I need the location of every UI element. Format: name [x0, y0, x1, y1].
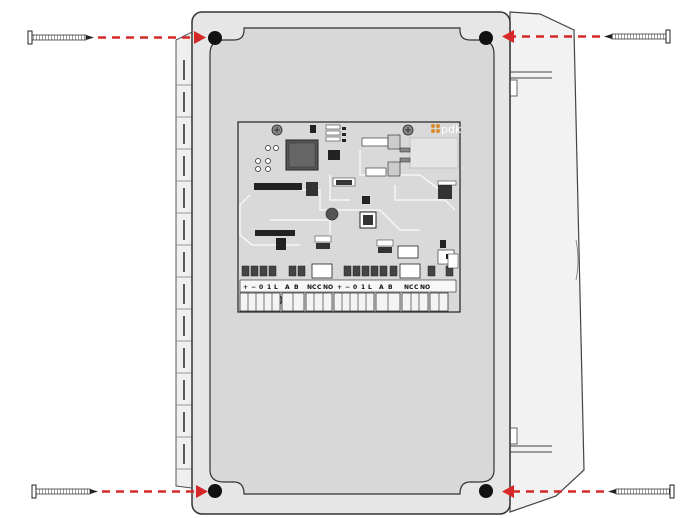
screw-icon: [608, 484, 675, 499]
mounting-hole-bottom-right: [479, 484, 493, 498]
enclosure-left-side: [175, 31, 193, 489]
terminal-label: NO: [420, 284, 430, 291]
terminal-label: C: [414, 284, 419, 291]
terminal-blocks: [239, 292, 449, 312]
brand-text: pdk: [441, 123, 462, 136]
screw-icon: [31, 484, 98, 499]
terminal-label: L: [274, 284, 278, 291]
terminal-label: NO: [323, 284, 333, 291]
terminal-label: A: [285, 284, 290, 291]
terminal-label: NC: [307, 284, 317, 291]
terminal-label: NC: [404, 284, 414, 291]
terminal-label: 1: [267, 284, 271, 291]
screw-icon: [27, 30, 94, 45]
arrow-head-icon: [196, 485, 208, 498]
circuit-board: pdk: [237, 121, 462, 313]
arrow-icon: [98, 35, 604, 493]
arrow-head-icon: [502, 485, 514, 498]
screw-icon: [604, 29, 671, 44]
enclosure-right-cover: [509, 11, 585, 513]
terminal-label: L: [368, 284, 372, 291]
terminal-label: C: [317, 284, 322, 291]
terminal-label: A: [379, 284, 384, 291]
terminal-label: −: [345, 284, 350, 291]
brand-logo: pdk: [431, 123, 462, 136]
terminal-label: 0: [259, 284, 263, 291]
mounting-hole-top-left: [208, 31, 222, 45]
terminal-label: 1: [361, 284, 365, 291]
terminal-label: +: [337, 284, 342, 291]
arrow-head-icon: [502, 30, 514, 43]
mounting-hole-bottom-left: [208, 484, 222, 498]
terminal-label: −: [251, 284, 256, 291]
terminal-label: +: [243, 284, 248, 291]
mounting-hole-top-right: [479, 31, 493, 45]
terminal-label: B: [388, 284, 393, 291]
terminal-label: 0: [353, 284, 357, 291]
terminal-labels: + − 0 1 L A B NC C NO + − 0 1 L A B NC C…: [243, 284, 430, 291]
arrow-head-icon: [194, 31, 206, 44]
terminal-label: B: [294, 284, 299, 291]
